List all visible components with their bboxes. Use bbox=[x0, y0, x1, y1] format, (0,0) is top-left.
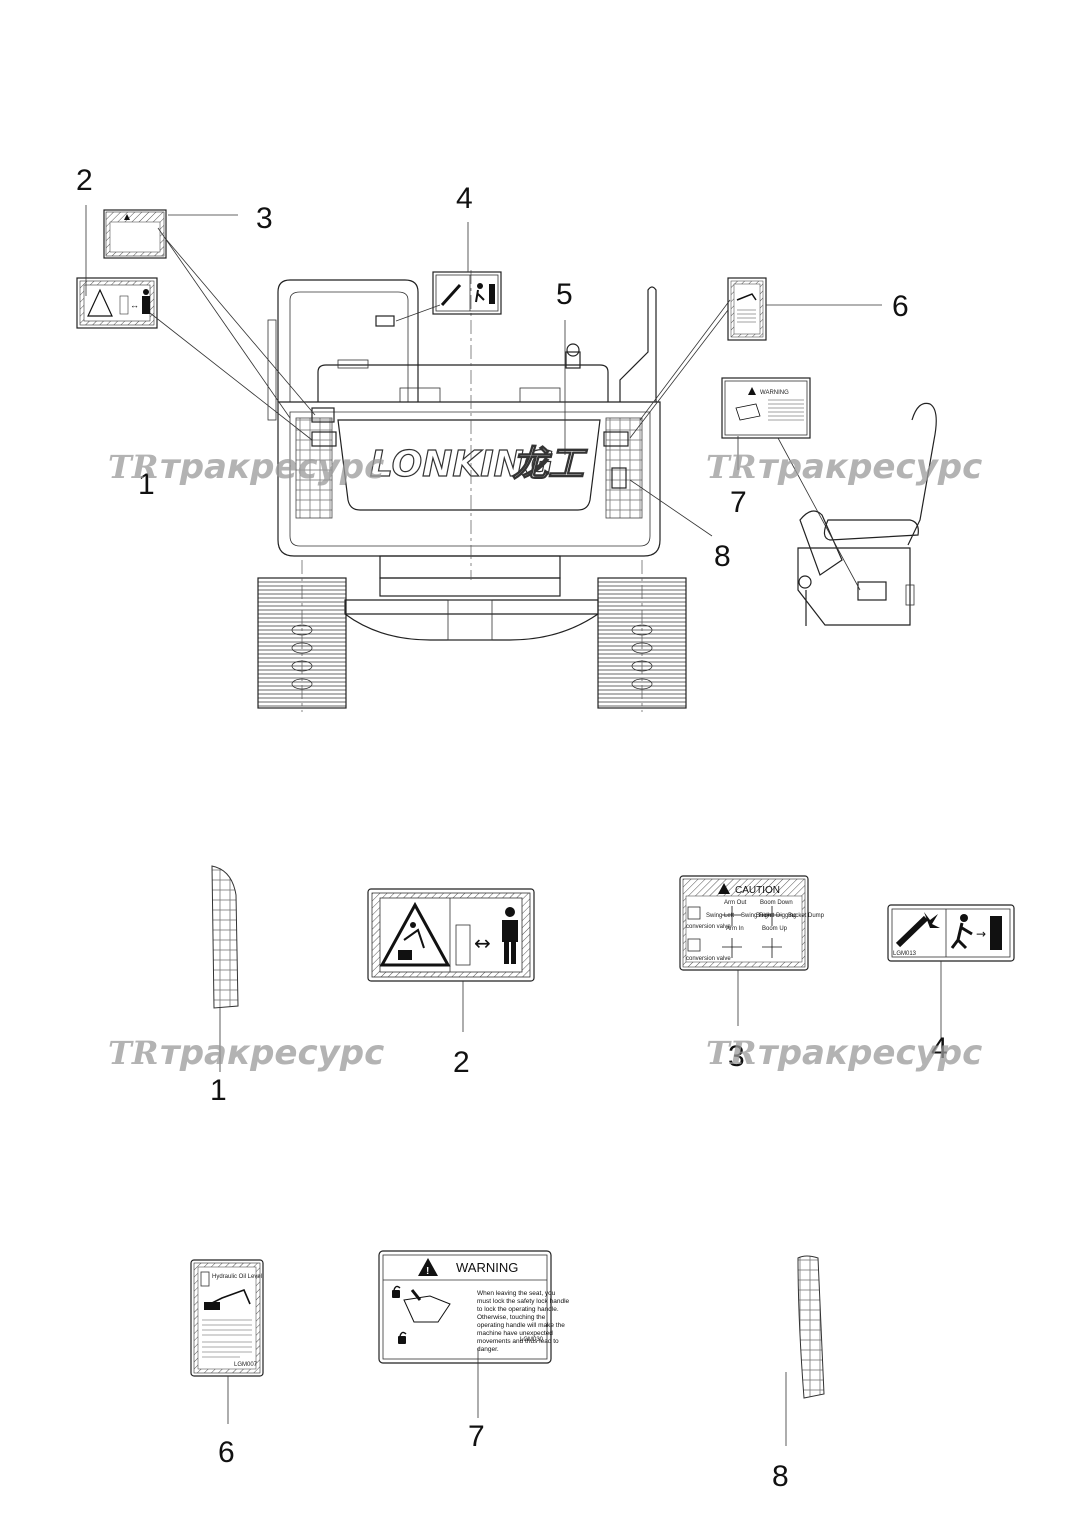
caution-swing-right: Swing Right bbox=[741, 913, 773, 919]
part-1-side-decal bbox=[211, 865, 239, 1072]
callout-top-8: 8 bbox=[714, 540, 731, 573]
warning-code: LGM030 bbox=[520, 1337, 544, 1343]
bottom-callouts: 6 7 8 bbox=[218, 1420, 789, 1493]
callout-top-6: 6 bbox=[892, 290, 909, 323]
thumb-decal-3 bbox=[103, 209, 167, 259]
thumb-decal-6 bbox=[727, 277, 767, 341]
middle-callouts: 1 2 3 4 bbox=[210, 1032, 948, 1107]
warning-title: WARNING bbox=[456, 1260, 518, 1275]
watermark-top-right: TR тракресурс bbox=[706, 447, 982, 487]
watermark-text: тракресурс bbox=[160, 1033, 384, 1073]
warning-line-7: movements and thus lead to bbox=[477, 1338, 559, 1345]
callout-top-7: 7 bbox=[730, 486, 747, 519]
top-callouts: 1 2 3 4 5 6 7 8 bbox=[76, 164, 909, 573]
brand-logo: LONKING bbox=[370, 444, 553, 485]
callout-bot-6: 6 bbox=[218, 1436, 235, 1469]
watermark-text: тракресурс bbox=[160, 447, 384, 487]
watermark-mid-right: TR тракресурс bbox=[706, 1033, 982, 1073]
caution-bucket-dump: Bucket Dump bbox=[788, 913, 825, 919]
warning-line-4: Otherwise, touching the bbox=[477, 1314, 546, 1321]
thumb-warning-title: WARNING bbox=[760, 390, 789, 396]
callout-top-2: 2 bbox=[76, 164, 93, 197]
brand-logo-cn: 龙工 bbox=[512, 444, 588, 485]
part-4-escape-decal: → LGM013 bbox=[887, 904, 1015, 1040]
watermark-text: тракресурс bbox=[758, 1033, 982, 1073]
caution-swing-left: Swing Left bbox=[706, 913, 734, 919]
warning-line-1: When leaving the seat, you bbox=[477, 1290, 556, 1297]
watermark-text: тракресурс bbox=[758, 447, 982, 487]
part-7-warning-decal: ! WARNING When leaving the seat, you mus… bbox=[378, 1250, 570, 1418]
callout-bot-7: 7 bbox=[468, 1420, 485, 1453]
caution-boom-up: Boom Up bbox=[762, 926, 788, 932]
watermark-logo: TR bbox=[108, 1034, 158, 1072]
caution-valve-1: conversion valve bbox=[686, 924, 731, 930]
caution-valve-2: conversion valve bbox=[686, 956, 731, 962]
watermark-logo: TR bbox=[706, 1034, 756, 1072]
part-2-crush-hazard-decal: ↔ bbox=[367, 888, 535, 1032]
watermark-logo: TR bbox=[108, 448, 158, 486]
hydraulic-code: LGM007 bbox=[234, 1362, 258, 1368]
warning-line-3: to lock the operating handle. bbox=[477, 1306, 559, 1313]
thumb-decal-2: ↔ bbox=[76, 277, 158, 329]
callout-mid-1: 1 bbox=[210, 1074, 227, 1107]
callout-top-5: 5 bbox=[556, 278, 573, 311]
svg-text:↔: ↔ bbox=[474, 931, 491, 955]
svg-text:↔: ↔ bbox=[130, 300, 139, 310]
watermark-logo: TR bbox=[706, 448, 756, 486]
escape-code: LGM013 bbox=[893, 951, 917, 957]
caution-title: CAUTION bbox=[735, 885, 780, 896]
warning-line-8: danger. bbox=[477, 1346, 499, 1353]
warning-line-2: must lock the safety lock handle bbox=[477, 1298, 570, 1305]
svg-text:→: → bbox=[976, 927, 986, 941]
warning-illustration bbox=[392, 1285, 451, 1344]
part-3-caution-decal: CAUTION conversion valve conversion valv… bbox=[679, 875, 825, 1026]
watermark-mid-left: TR тракресурс bbox=[108, 1033, 384, 1073]
callout-mid-2: 2 bbox=[453, 1046, 470, 1079]
watermark-top-left: TR тракресурс bbox=[108, 447, 384, 487]
callout-bot-8: 8 bbox=[772, 1460, 789, 1493]
top-leader-lines bbox=[85, 205, 882, 591]
caution-bucket-digging: Bucket Digging bbox=[756, 913, 796, 919]
callout-top-1: 1 bbox=[138, 468, 155, 501]
caution-boom-down: Boom Down bbox=[760, 900, 793, 906]
callout-top-3: 3 bbox=[256, 202, 273, 235]
thumb-decal-4 bbox=[432, 271, 502, 315]
warning-line-5: operating handle will make the bbox=[477, 1322, 565, 1329]
hydraulic-title: Hydraulic Oil Level bbox=[212, 1274, 262, 1280]
part-6-hydraulic-oil-decal: Hydraulic Oil Level LGM007 bbox=[190, 1259, 264, 1424]
caution-arm-out: Arm Out bbox=[724, 900, 747, 906]
svg-text:!: ! bbox=[426, 1266, 429, 1277]
excavator-rear-view: LONKING 龙工 bbox=[257, 270, 687, 712]
callout-mid-4: 4 bbox=[931, 1032, 948, 1065]
part-8-side-decal bbox=[785, 1255, 825, 1446]
operator-seat-sketch bbox=[797, 402, 937, 626]
caution-arm-in: Arm In bbox=[726, 926, 744, 932]
thumb-decal-7: WARNING bbox=[721, 377, 811, 439]
callout-top-4: 4 bbox=[456, 182, 473, 215]
callout-mid-3: 3 bbox=[728, 1040, 745, 1073]
warning-line-6: machine have unexpected bbox=[477, 1330, 553, 1337]
